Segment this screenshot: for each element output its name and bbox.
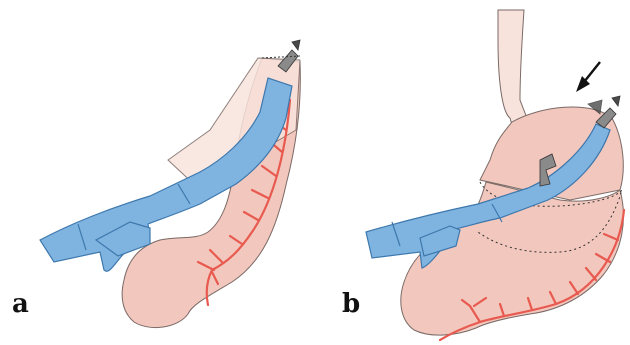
stapler-tip-b bbox=[612, 96, 620, 106]
panel-label-b: b bbox=[342, 291, 360, 317]
arrow-icon bbox=[576, 62, 600, 92]
panel-a bbox=[40, 40, 300, 328]
panel-label-a: a bbox=[12, 291, 29, 317]
arrow-shaft bbox=[584, 62, 600, 82]
panel-b bbox=[366, 10, 624, 340]
stapler-tip-a bbox=[292, 40, 300, 50]
esophagus-b bbox=[498, 10, 530, 132]
